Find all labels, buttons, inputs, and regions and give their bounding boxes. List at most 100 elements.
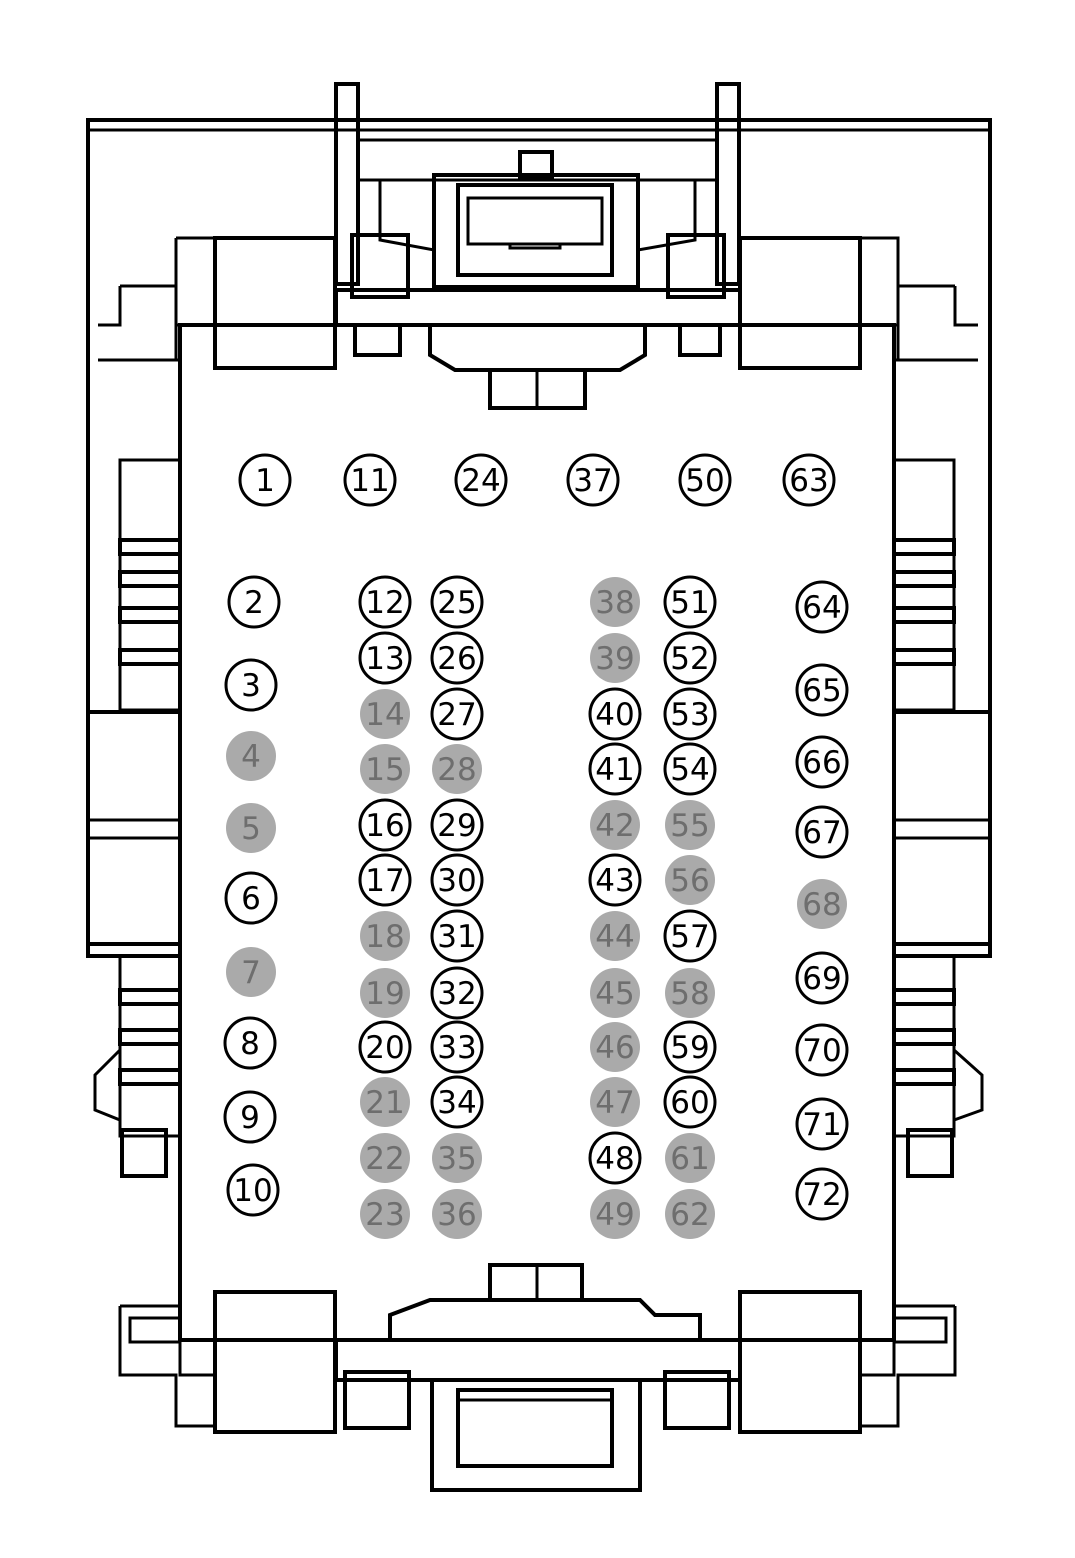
seat-64[interactable]: 64 <box>795 580 849 634</box>
seat-51[interactable]: 51 <box>663 575 717 629</box>
seat-59[interactable]: 59 <box>663 1020 717 1074</box>
seat-63[interactable]: 63 <box>782 453 836 507</box>
front-box-left <box>350 233 410 299</box>
seat-23[interactable]: 23 <box>360 1189 410 1239</box>
seat-46[interactable]: 46 <box>590 1022 640 1072</box>
seat-56[interactable]: 56 <box>665 855 715 905</box>
seat-number: 45 <box>595 976 634 1012</box>
seat-72[interactable]: 72 <box>795 1167 849 1221</box>
seat-1[interactable]: 1 <box>238 453 292 507</box>
seat-20[interactable]: 20 <box>358 1020 412 1074</box>
altar-frame <box>432 173 640 289</box>
seat-52[interactable]: 52 <box>663 631 717 685</box>
seat-21[interactable]: 21 <box>360 1077 410 1127</box>
seat-36[interactable]: 36 <box>432 1189 482 1239</box>
seat-29[interactable]: 29 <box>430 798 484 852</box>
seat-3[interactable]: 3 <box>224 658 278 712</box>
seat-33[interactable]: 33 <box>430 1020 484 1074</box>
seat-5[interactable]: 5 <box>226 803 276 853</box>
seat-available-marker <box>430 575 484 629</box>
seat-40[interactable]: 40 <box>588 687 642 741</box>
seat-available-marker <box>588 687 642 741</box>
seat-37[interactable]: 37 <box>566 453 620 507</box>
seat-occupied-marker <box>360 968 410 1018</box>
seat-17[interactable]: 17 <box>358 853 412 907</box>
seat-15[interactable]: 15 <box>360 744 410 794</box>
seat-48[interactable]: 48 <box>588 1131 642 1185</box>
seat-13[interactable]: 13 <box>358 631 412 685</box>
seat-28[interactable]: 28 <box>432 744 482 794</box>
seat-58[interactable]: 58 <box>665 968 715 1018</box>
seat-available-marker <box>678 453 732 507</box>
seat-7[interactable]: 7 <box>226 947 276 997</box>
seat-60[interactable]: 60 <box>663 1075 717 1129</box>
seat-22[interactable]: 22 <box>360 1133 410 1183</box>
seat-available-marker <box>795 1097 849 1151</box>
seat-55[interactable]: 55 <box>665 800 715 850</box>
seat-53[interactable]: 53 <box>663 687 717 741</box>
seat-25[interactable]: 25 <box>430 575 484 629</box>
altar-inner <box>466 196 604 246</box>
seat-38[interactable]: 38 <box>590 577 640 627</box>
seat-49[interactable]: 49 <box>590 1189 640 1239</box>
seat-26[interactable]: 26 <box>430 631 484 685</box>
seat-available-marker <box>795 580 849 634</box>
seat-47[interactable]: 47 <box>590 1077 640 1127</box>
seat-19[interactable]: 19 <box>360 968 410 1018</box>
seat-14[interactable]: 14 <box>360 689 410 739</box>
seat-45[interactable]: 45 <box>590 968 640 1018</box>
seat-32[interactable]: 32 <box>430 966 484 1020</box>
seat-61[interactable]: 61 <box>665 1133 715 1183</box>
seat-39[interactable]: 39 <box>590 633 640 683</box>
seat-71[interactable]: 71 <box>795 1097 849 1151</box>
seat-occupied-marker <box>665 1189 715 1239</box>
seat-57[interactable]: 57 <box>663 909 717 963</box>
seat-34[interactable]: 34 <box>430 1075 484 1129</box>
seat-62[interactable]: 62 <box>665 1189 715 1239</box>
seat-8[interactable]: 8 <box>223 1016 277 1070</box>
seat-available-marker <box>566 453 620 507</box>
seat-18[interactable]: 18 <box>360 911 410 961</box>
seat-12[interactable]: 12 <box>358 575 412 629</box>
corner-room-top-right <box>738 236 862 370</box>
seat-31[interactable]: 31 <box>430 909 484 963</box>
seat-43[interactable]: 43 <box>588 853 642 907</box>
seat-69[interactable]: 69 <box>795 951 849 1005</box>
seat-number: 41 <box>595 752 634 788</box>
seat-10[interactable]: 10 <box>226 1163 280 1217</box>
seat-available-marker <box>430 1020 484 1074</box>
seat-24[interactable]: 24 <box>454 453 508 507</box>
seat-42[interactable]: 42 <box>590 800 640 850</box>
seat-65[interactable]: 65 <box>795 663 849 717</box>
seat-4[interactable]: 4 <box>226 731 276 781</box>
seat-67[interactable]: 67 <box>795 805 849 859</box>
left-side-door <box>93 1046 122 1123</box>
seat-11[interactable]: 11 <box>343 453 397 507</box>
seat-54[interactable]: 54 <box>663 742 717 796</box>
left-band-7 <box>118 1068 182 1086</box>
seat-number: 49 <box>595 1197 634 1233</box>
seat-44[interactable]: 44 <box>590 911 640 961</box>
seat-41[interactable]: 41 <box>588 742 642 796</box>
seat-6[interactable]: 6 <box>224 871 278 925</box>
seat-30[interactable]: 30 <box>430 853 484 907</box>
seat-available-marker <box>226 1163 280 1217</box>
seat-available-marker <box>358 1020 412 1074</box>
rear-vestibule <box>409 1378 665 1492</box>
main-hall <box>178 323 896 1342</box>
seat-number: 43 <box>595 863 634 899</box>
seat-66[interactable]: 66 <box>795 735 849 789</box>
seat-occupied-marker <box>432 1189 482 1239</box>
seat-number: 71 <box>802 1107 841 1143</box>
seat-2[interactable]: 2 <box>227 575 281 629</box>
seat-9[interactable]: 9 <box>223 1090 277 1144</box>
seat-35[interactable]: 35 <box>432 1133 482 1183</box>
seat-70[interactable]: 70 <box>795 1023 849 1077</box>
seat-27[interactable]: 27 <box>430 687 484 741</box>
seat-50[interactable]: 50 <box>678 453 732 507</box>
seat-68[interactable]: 68 <box>797 879 847 929</box>
seat-16[interactable]: 16 <box>358 798 412 852</box>
front-step-band <box>334 288 742 372</box>
seat-available-marker <box>224 658 278 712</box>
seat-occupied-marker <box>360 911 410 961</box>
